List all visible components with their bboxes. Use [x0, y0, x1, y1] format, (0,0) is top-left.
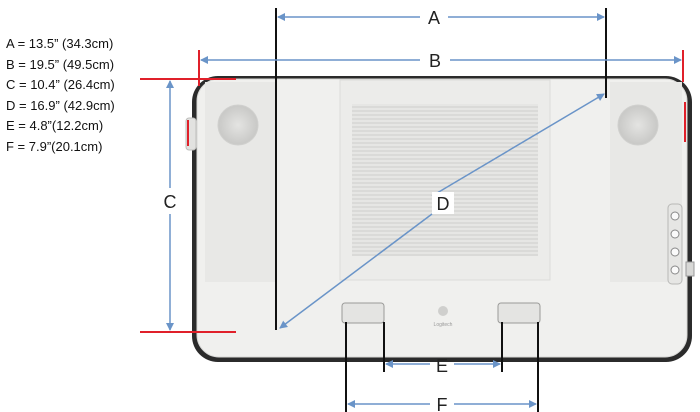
label-b: B: [429, 51, 441, 71]
reference-lines: [140, 8, 686, 412]
control-button-icon: [670, 247, 680, 257]
label-a: A: [428, 8, 440, 28]
legend-item-c: C = 10.4” (26.4cm): [6, 77, 115, 92]
control-button-icon: [670, 211, 680, 221]
dimension-labels: A B C D E F: [164, 8, 454, 412]
label-d-background: [432, 192, 454, 214]
control-button-icon: [670, 265, 680, 275]
legend-item-b: B = 19.5” (49.5cm): [6, 56, 115, 72]
dimension-legend: A = 13.5” (34.3cm) B = 19.5” (49.5cm) C …: [6, 34, 115, 157]
usb-port-icon: [685, 261, 695, 277]
right-tilt-foot: [497, 302, 541, 324]
left-tilt-foot: [341, 302, 385, 324]
label-c: C: [164, 192, 177, 212]
legend-item-d: D = 16.9” (42.9cm): [6, 97, 115, 113]
logo-text: Logitech: [434, 322, 453, 328]
dimension-arrows: [166, 13, 682, 408]
left-speaker-icon: [217, 104, 259, 146]
arrow-d-down: [279, 213, 433, 329]
vent-grille: [352, 104, 538, 256]
label-d: D: [437, 194, 450, 214]
arrow-d-up: [431, 93, 605, 197]
right-speaker-icon: [617, 104, 659, 146]
legend-item-e: E = 4.8”(12.2cm): [6, 118, 104, 133]
control-button-strip: [667, 203, 683, 285]
legend-item-a: A = 13.5” (34.3cm): [6, 36, 114, 51]
label-e: E: [436, 356, 448, 376]
label-f: F: [437, 395, 448, 412]
control-button-icon: [670, 229, 680, 239]
legend-item-f: F = 7.9”(20.1cm): [6, 138, 103, 154]
laptop-stand-device: Logitech: [185, 76, 695, 362]
logitech-logo-icon: [438, 306, 448, 316]
